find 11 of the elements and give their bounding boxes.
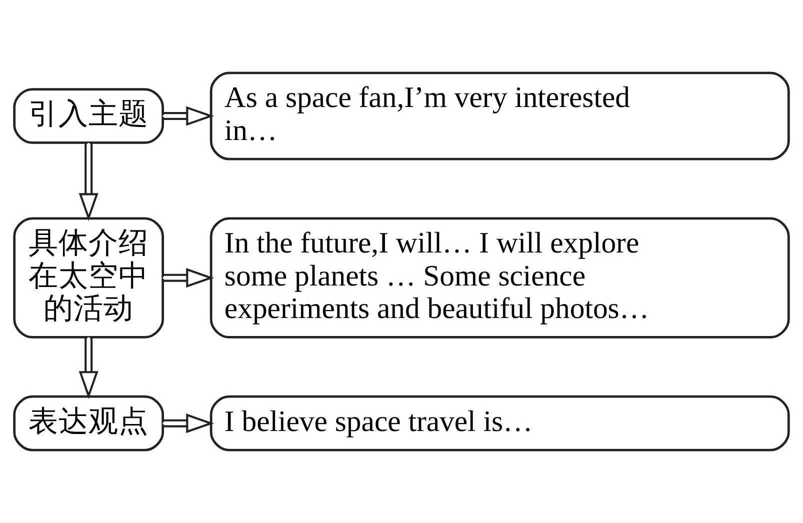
arrow — [78, 337, 98, 400]
node-box: As a space fan,I’m very interested in… — [210, 72, 790, 160]
arrow — [162, 106, 214, 126]
arrow — [162, 268, 214, 288]
node-box: 表达观点 — [13, 395, 164, 452]
arrow — [162, 414, 214, 434]
arrow — [78, 143, 98, 222]
node-box: 具体介绍在太空中的活动 — [13, 217, 164, 338]
node-box: 引入主题 — [13, 88, 164, 144]
node-box: I believe space travel is… — [210, 395, 790, 452]
node-box: In the future,I will… I will explore some planets … Some science experiments and beautiful photos… — [210, 217, 790, 338]
